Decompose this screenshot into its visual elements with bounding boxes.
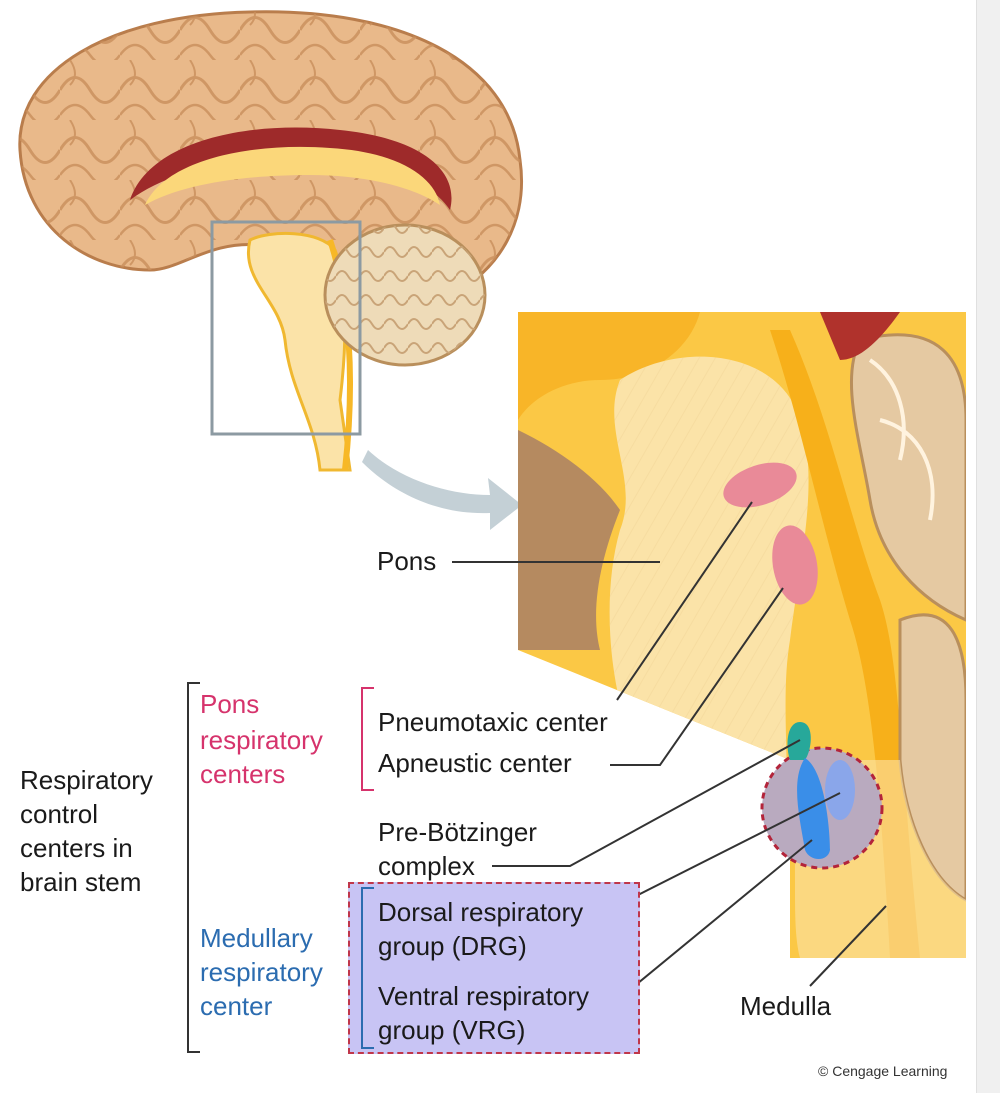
pons-centers-label-1: Pons <box>200 689 260 719</box>
drg-label-2: group (DRG) <box>378 931 527 961</box>
zoom-region-box <box>210 220 362 436</box>
pneumotaxic-label: Pneumotaxic center <box>378 707 608 737</box>
pre-botzinger-label-2: complex <box>378 851 475 881</box>
pons-centers-label-3: centers <box>200 759 286 789</box>
pneumotaxic-center-shape <box>723 462 797 508</box>
medullary-groups-box <box>348 882 640 1054</box>
pons-bracket <box>361 687 374 791</box>
pons-label: Pons <box>377 546 437 576</box>
control-centers-bracket <box>187 682 200 1053</box>
vrg-label-2: group (VRG) <box>378 1015 526 1045</box>
control-centers-label-4: brain stem <box>20 867 142 897</box>
whole-brain <box>18 10 523 472</box>
drg-shape <box>825 760 855 820</box>
zoom-arrow-icon <box>362 450 522 530</box>
apneustic-label: Apneustic center <box>378 748 572 778</box>
medullary-center-label-2: respiratory <box>200 957 323 987</box>
scrollbar-edge <box>976 0 977 1093</box>
credit-text: © Cengage Learning <box>818 1063 948 1079</box>
pons-centers-label-2: respiratory <box>200 725 323 755</box>
medullary-center-label-1: Medullary <box>200 923 313 953</box>
vrg-label-1: Ventral respiratory <box>378 981 589 1011</box>
control-centers-label-1: Respiratory <box>20 765 153 795</box>
control-centers-label-2: control <box>20 799 99 829</box>
control-centers-label-3: centers in <box>20 833 133 863</box>
drg-label-1: Dorsal respiratory <box>378 897 584 927</box>
leader-lines <box>452 501 887 989</box>
medullary-center-label-3: center <box>200 991 273 1021</box>
scrollbar-track[interactable] <box>976 0 1000 1093</box>
pre-botzinger-label-1: Pre-Bötzinger <box>378 817 537 847</box>
medulla-label: Medulla <box>740 991 832 1021</box>
vrg-shape <box>797 758 830 859</box>
apneustic-center-shape <box>772 525 818 605</box>
